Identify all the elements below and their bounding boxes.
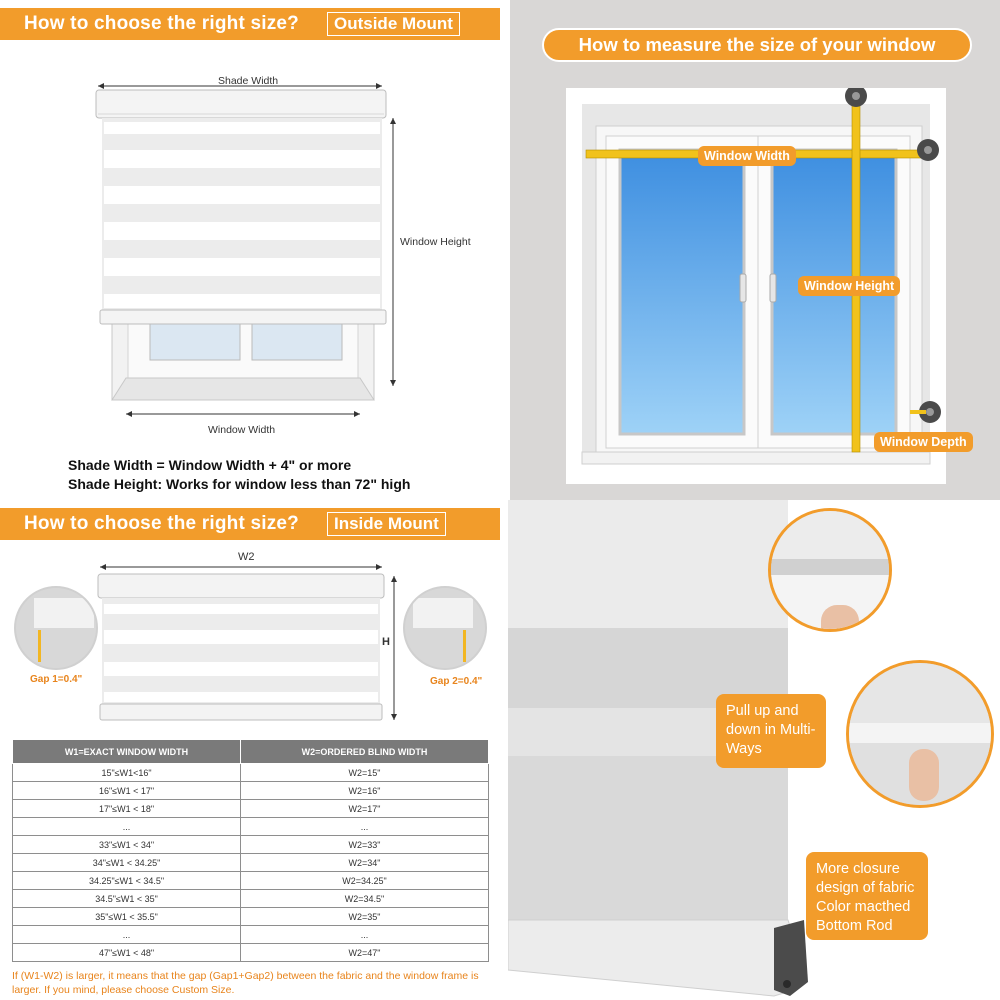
- outside-mount-tag: Outside Mount: [326, 12, 460, 36]
- inside-mount-panel: How to choose the right size? Inside Mou…: [0, 500, 500, 1000]
- table-row: 17"≤W1 < 18"W2=17": [12, 799, 489, 818]
- measure-panel: How to measure the size of your window: [510, 0, 1000, 500]
- table-cell: W2=16": [240, 781, 489, 800]
- table-row: 34"≤W1 < 34.25"W2=34": [12, 853, 489, 872]
- table-row: 16"≤W1 < 17"W2=16": [12, 781, 489, 800]
- table-cell: 16"≤W1 < 17": [12, 781, 241, 800]
- table-cell: W2=34.25": [240, 871, 489, 890]
- size-table-header: W1=EXACT WINDOW WIDTH W2=ORDERED BLIND W…: [12, 739, 489, 764]
- table-cell: W2=47": [240, 943, 489, 962]
- table-row: 35"≤W1 < 35.5"W2=35": [12, 907, 489, 926]
- shade-width-label: Shade Width: [218, 75, 279, 87]
- table-cell: ...: [12, 925, 241, 944]
- table-row: 34.5"≤W1 < 35"W2=34.5": [12, 889, 489, 908]
- bottom-rod-callout: More closure design of fabric Color mact…: [806, 852, 928, 940]
- table-cell: ...: [240, 817, 489, 836]
- pull-callout: Pull up and down in Multi-Ways: [716, 694, 826, 768]
- gap2-detail-circle: [403, 586, 487, 670]
- table-cell: ...: [240, 925, 489, 944]
- table-cell: 34"≤W1 < 34.25": [12, 853, 241, 872]
- measure-title: How to measure the size of your window: [578, 34, 936, 55]
- table-cell: 34.25"≤W1 < 34.5": [12, 871, 241, 890]
- inside-mount-tag: Inside Mount: [326, 512, 446, 536]
- table-cell: W2=15": [240, 763, 489, 782]
- table-row: ......: [12, 817, 489, 836]
- outside-mount-banner: How to choose the right size? Outside Mo…: [0, 8, 500, 40]
- table-row: 34.25"≤W1 < 34.5"W2=34.25": [12, 871, 489, 890]
- table-cell: W2=34": [240, 853, 489, 872]
- gap2-label: Gap 2=0.4": [430, 676, 483, 687]
- window-depth-tag: Window Depth: [874, 432, 973, 452]
- inside-mount-title: How to choose the right size?: [24, 513, 299, 534]
- table-row: ......: [12, 925, 489, 944]
- h-label: H: [382, 636, 390, 648]
- product-panel: Pull up and down in Multi-Ways More clos…: [508, 500, 1000, 1000]
- window-height-label: Window Height: [400, 236, 471, 248]
- table-cell: W2=33": [240, 835, 489, 854]
- table-cell: W2=17": [240, 799, 489, 818]
- gap-note: If (W1-W2) is larger, it means that the …: [12, 970, 479, 996]
- window-width-label: Window Width: [208, 424, 276, 436]
- window-height-tag: Window Height: [798, 276, 901, 296]
- table-cell: W2=34.5": [240, 889, 489, 908]
- inside-mount-banner: How to choose the right size? Inside Mou…: [0, 508, 500, 540]
- table-row: 15"≤W1<16"W2=15": [12, 763, 489, 782]
- table-cell: W2=35": [240, 907, 489, 926]
- table-cell: 17"≤W1 < 18": [12, 799, 241, 818]
- inside-mount-diagram: [97, 564, 397, 721]
- table-cell: ...: [12, 817, 241, 836]
- bottom-rod-detail-circle: [846, 660, 994, 808]
- size-table-header-cell: W1=EXACT WINDOW WIDTH: [12, 739, 241, 764]
- outside-mount-panel: How to choose the right size? Outside Mo…: [0, 0, 500, 500]
- size-table-header-cell: W2=ORDERED BLIND WIDTH: [240, 739, 489, 764]
- shade-width-formula: Shade Width = Window Width + 4" or more: [68, 457, 352, 473]
- table-cell: 34.5"≤W1 < 35": [12, 889, 241, 908]
- window-width-tag: Window Width: [698, 146, 796, 166]
- table-row: 33"≤W1 < 34"W2=33": [12, 835, 489, 854]
- table-row: 47"≤W1 < 48"W2=47": [12, 943, 489, 962]
- size-table: W1=EXACT WINDOW WIDTH W2=ORDERED BLIND W…: [12, 739, 489, 962]
- outside-mount-title: How to choose the right size?: [24, 13, 299, 34]
- gap1-label: Gap 1=0.4": [30, 674, 83, 685]
- outside-mount-diagram: [95, 83, 396, 417]
- measure-banner: How to measure the size of your window: [542, 28, 972, 62]
- w2-label: W2: [238, 551, 255, 563]
- table-cell: 47"≤W1 < 48": [12, 943, 241, 962]
- table-cell: 35"≤W1 < 35.5": [12, 907, 241, 926]
- gap1-detail-circle: [14, 586, 98, 670]
- shade-height-note: Shade Height: Works for window less than…: [68, 476, 411, 492]
- table-cell: 33"≤W1 < 34": [12, 835, 241, 854]
- table-cell: 15"≤W1<16": [12, 763, 241, 782]
- pull-detail-circle: [768, 508, 892, 632]
